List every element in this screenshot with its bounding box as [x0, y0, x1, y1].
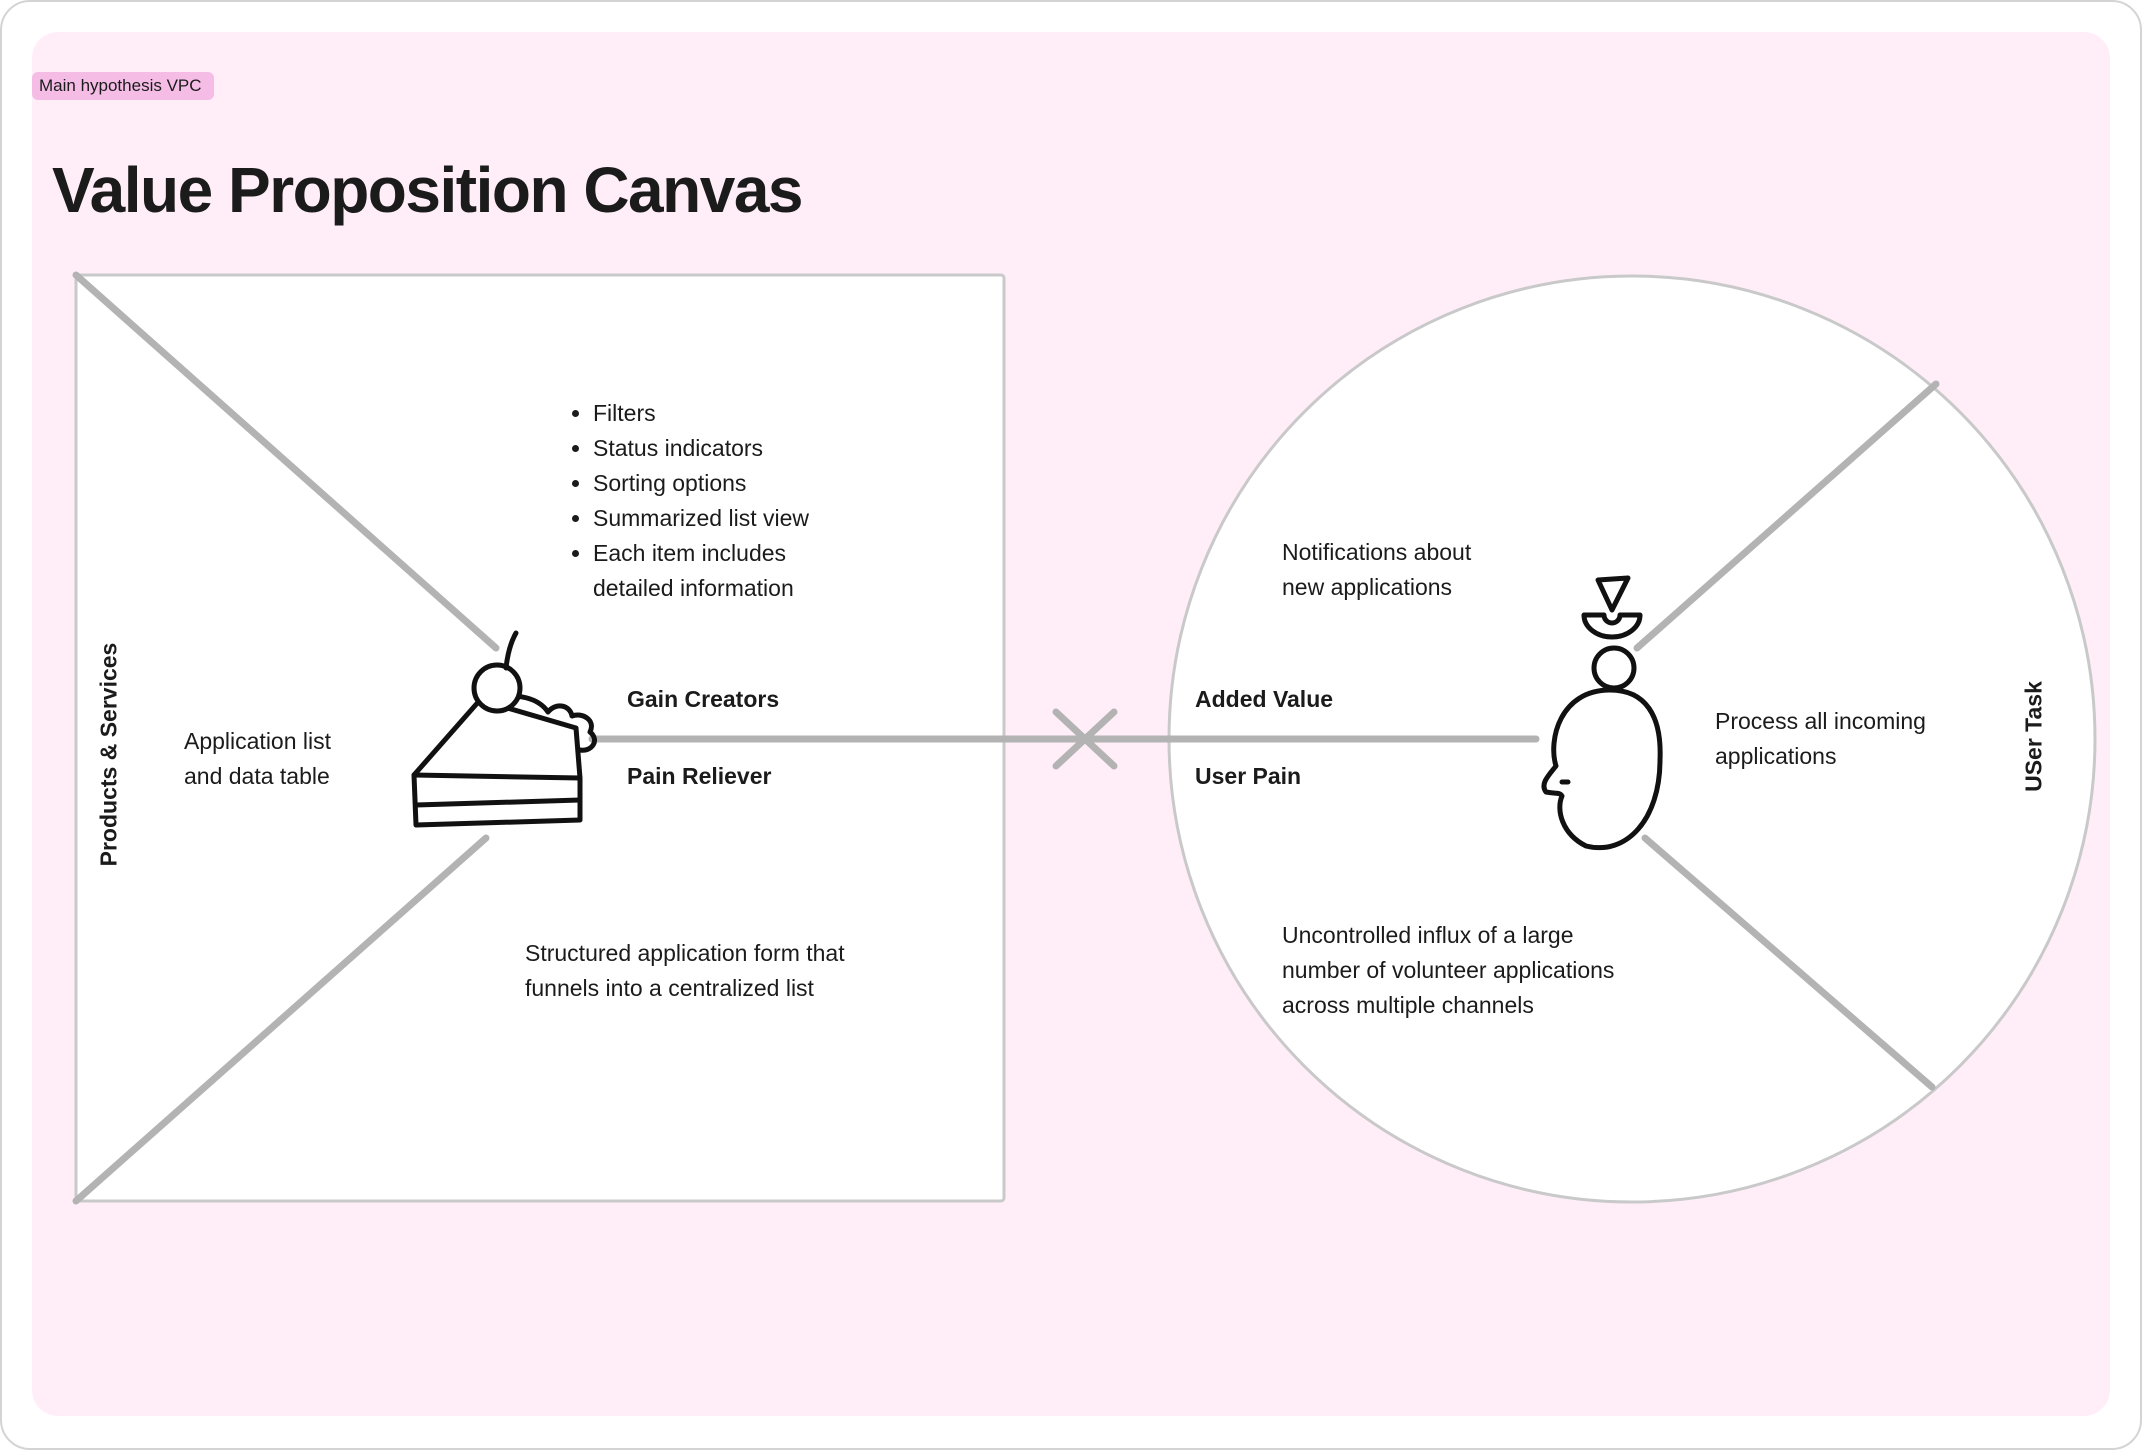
added-value-label: Added Value — [1195, 686, 1334, 712]
list-item: Filters — [593, 396, 893, 431]
page-title: Value Proposition Canvas — [52, 154, 804, 226]
list-item: Each item includes detailed information — [593, 536, 838, 606]
frame-tag[interactable]: Main hypothesis VPC — [32, 72, 214, 100]
user-pain-text: Uncontrolled influx of a large number of… — [1282, 922, 1615, 1018]
list-item: Sorting options — [593, 466, 893, 501]
user-task-text: Process all incoming applications — [1715, 708, 1926, 769]
customer-divider-top — [1633, 380, 1940, 652]
products-services-label: Products & Services — [95, 642, 122, 867]
list-item: Summarized list view — [593, 501, 893, 536]
head-icon — [1541, 575, 1663, 851]
added-value-text: Notifications about new applications — [1282, 539, 1472, 600]
user-pain-label: User Pain — [1195, 763, 1302, 789]
products-text: Application list and data table — [184, 728, 332, 789]
gain-creators-list: Filters Status indicators Sorting option… — [570, 396, 893, 606]
customer-divider-bottom — [1641, 834, 1936, 1091]
pain-reliever-label: Pain Reliever — [627, 763, 772, 789]
gain-creators-label: Gain Creators — [627, 686, 780, 712]
cake-icon — [411, 630, 597, 828]
arrows-icon — [588, 708, 1540, 770]
product-divider-top — [72, 271, 500, 652]
pain-relievers-text: Structured application form that funnels… — [525, 940, 845, 1001]
user-task-label: USer Task — [2020, 681, 2047, 792]
list-item: Status indicators — [593, 431, 893, 466]
product-divider-bottom — [72, 834, 490, 1205]
